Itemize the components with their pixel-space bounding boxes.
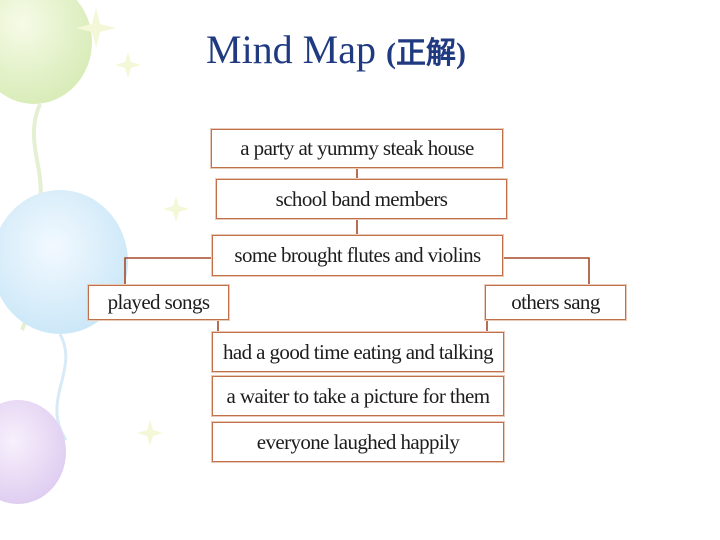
node-played-songs: played songs	[88, 285, 229, 320]
node-others-sang: others sang	[485, 285, 626, 320]
title-main: Mind Map	[206, 27, 376, 72]
purple-balloon-icon	[0, 400, 66, 504]
node-instruments: some brought flutes and violins	[212, 235, 503, 276]
connector-instruments-played	[124, 257, 212, 285]
title-annotation: (正解)	[386, 37, 466, 70]
connector-instruments-sang	[503, 257, 590, 285]
page-title: Mind Map (正解)	[206, 26, 466, 78]
node-party: a party at yummy steak house	[211, 129, 503, 168]
star-sparkles-icon	[76, 8, 189, 446]
node-good-time: had a good time eating and talking	[212, 332, 504, 372]
node-waiter-picture: a waiter to take a picture for them	[212, 376, 504, 416]
node-band-members: school band members	[216, 179, 507, 219]
node-laughed: everyone laughed happily	[212, 422, 504, 462]
